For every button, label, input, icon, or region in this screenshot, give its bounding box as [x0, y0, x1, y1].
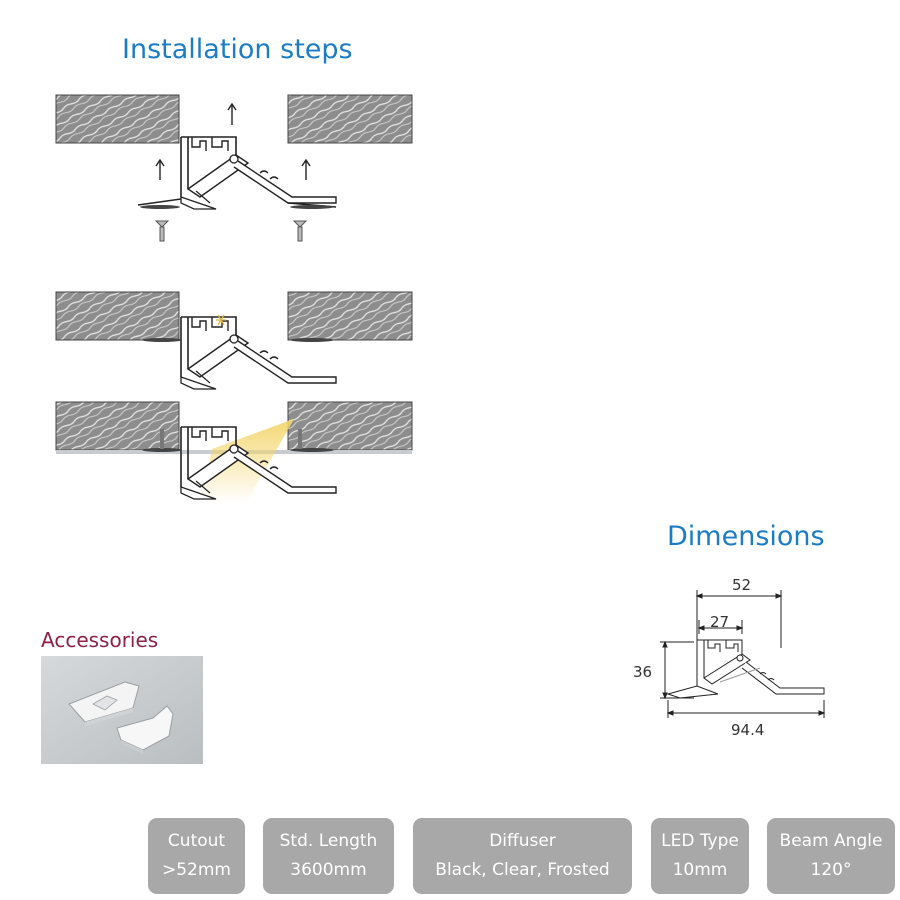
spec-std-length-value: 3600mm [290, 860, 367, 880]
spec-led-type: LED Type 10mm [651, 818, 749, 894]
installation-steps-heading: Installation steps [122, 34, 353, 65]
dimension-52-label: 52 [732, 576, 752, 594]
spec-beam-angle-label: Beam Angle [779, 831, 883, 851]
end-cap-right [116, 705, 174, 754]
spec-beam-angle-value: 120° [810, 860, 852, 880]
dimensions-drawing [660, 590, 826, 718]
spec-diffuser-value: Black, Clear, Frosted [435, 860, 610, 880]
spec-cutout-label: Cutout [167, 831, 226, 851]
step-3 [55, 401, 413, 503]
spec-cutout-value: >52mm [162, 860, 231, 880]
spec-cutout: Cutout >52mm [148, 818, 245, 894]
spec-led-type-value: 10mm [672, 860, 728, 880]
step-1 [55, 94, 413, 242]
installation-steps-illustration [55, 94, 413, 503]
end-cap-left [68, 681, 140, 726]
spec-std-length-label: Std. Length [279, 831, 378, 851]
accessories-photo [41, 656, 203, 764]
dimension-36-label: 36 [633, 663, 653, 681]
dimensions-heading: Dimensions [667, 521, 825, 552]
accessories-heading: Accessories [41, 628, 159, 652]
spec-diffuser: Diffuser Black, Clear, Frosted [413, 818, 632, 894]
spec-diffuser-label: Diffuser [489, 831, 556, 851]
spec-beam-angle: Beam Angle 120° [767, 818, 895, 894]
dimension-27-label: 27 [710, 613, 730, 631]
dimension-94-4-label: 94.4 [731, 721, 765, 739]
spec-led-type-label: LED Type [661, 831, 739, 851]
step-2 [55, 291, 413, 390]
spec-std-length: Std. Length 3600mm [263, 818, 394, 894]
